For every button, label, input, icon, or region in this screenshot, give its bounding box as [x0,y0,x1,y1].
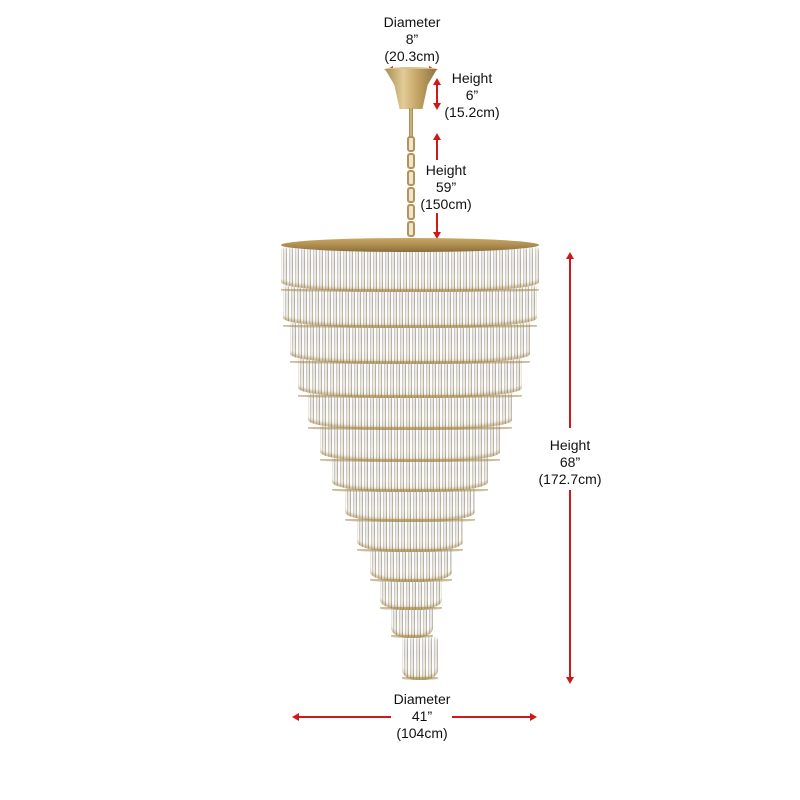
arrowhead-up-icon [566,252,574,259]
canopy-diameter-cm: (20.3cm) [384,48,440,64]
arrowhead-left-icon [292,713,299,721]
arrowhead-down-icon [566,677,574,684]
chain-height-arrow-top [436,140,438,160]
canopy-diameter-label: Diameter 8” (20.3cm) [372,14,452,65]
canopy-height-arrow [436,84,438,104]
chain-height-cm: (150cm) [420,196,472,212]
chain-link [407,187,415,203]
canopy-diameter-inches: 8” [405,31,419,47]
chain-height-arrow-bottom [436,213,438,233]
body-diameter-label: Diameter 41” (104cm) [380,691,464,742]
chain-link [407,170,415,186]
chain-link [407,204,415,220]
body-diameter-arrow-right [452,716,531,718]
canopy-height-label: Height 6” (15.2cm) [442,70,502,121]
crystal-tier [402,636,438,680]
body-height-arrow-top [569,258,571,428]
arrowhead-down-icon [433,103,441,110]
arrowhead-up-icon [433,78,441,85]
top-ring [281,238,539,252]
body-height-cm: (172.7cm) [538,471,602,487]
chain-link [407,221,415,237]
chain-height-title: Height [425,162,467,178]
canopy-diameter-title: Diameter [383,14,441,30]
canopy-height-title: Height [451,70,493,86]
crystal-tier [281,246,539,292]
body-height-title: Height [549,437,591,453]
chain-link [407,136,415,152]
arrowhead-down-icon [433,232,441,239]
body-diameter-arrow-left [299,716,391,718]
body-diameter-cm: (104cm) [396,725,448,741]
chain-link [407,153,415,169]
body-height-inches: 68” [559,454,581,470]
arrowhead-up-icon [433,133,441,140]
canopy-height-cm: (15.2cm) [444,104,500,120]
chain [406,136,416,240]
downrod [409,108,413,138]
chain-height-inches: 59” [435,179,457,195]
body-diameter-title: Diameter [393,691,451,707]
chain-height-label: Height 59” (150cm) [418,162,474,213]
body-diameter-inches: 41” [411,708,433,724]
canopy [385,69,437,109]
body-height-label: Height 68” (172.7cm) [530,437,610,488]
body-height-arrow-bottom [569,490,571,678]
canopy-height-inches: 6” [465,87,479,103]
arrowhead-right-icon [530,713,537,721]
